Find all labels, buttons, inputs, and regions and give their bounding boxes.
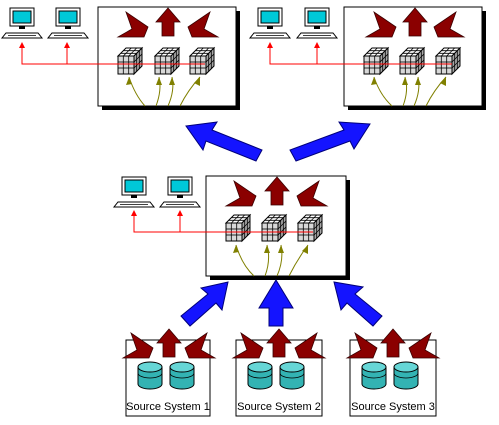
data-mart-left (97, 6, 240, 110)
source-label: Source System 3 (351, 401, 435, 413)
feed-arrows (233, 244, 309, 277)
data-mart-right (343, 6, 486, 110)
flow-arrow-icon (185, 121, 371, 162)
feed-arrows (371, 76, 447, 107)
data-cube-icon (225, 214, 323, 242)
output-arrow-icon (232, 328, 326, 359)
link-lines (19, 42, 205, 65)
link-lines (131, 210, 313, 233)
feed-arrows (126, 76, 201, 107)
source-label: Source System 2 (237, 401, 321, 413)
source-label: Source System 1 (126, 401, 210, 413)
output-arrow-icon (122, 328, 216, 359)
computer-icon (113, 176, 201, 208)
computer-icon (1, 7, 89, 39)
output-arrow-icon (346, 328, 440, 359)
flow-arrow-icon (180, 279, 383, 327)
computer-icon (249, 7, 338, 39)
central-warehouse (205, 175, 350, 280)
data-cube-icon (117, 47, 215, 75)
source-system-2: Source System 2 (232, 328, 326, 417)
link-lines (267, 42, 452, 65)
data-cube-icon (363, 47, 461, 75)
source-system-1: Source System 1 (122, 328, 216, 417)
source-system-3: Source System 3 (346, 328, 440, 417)
